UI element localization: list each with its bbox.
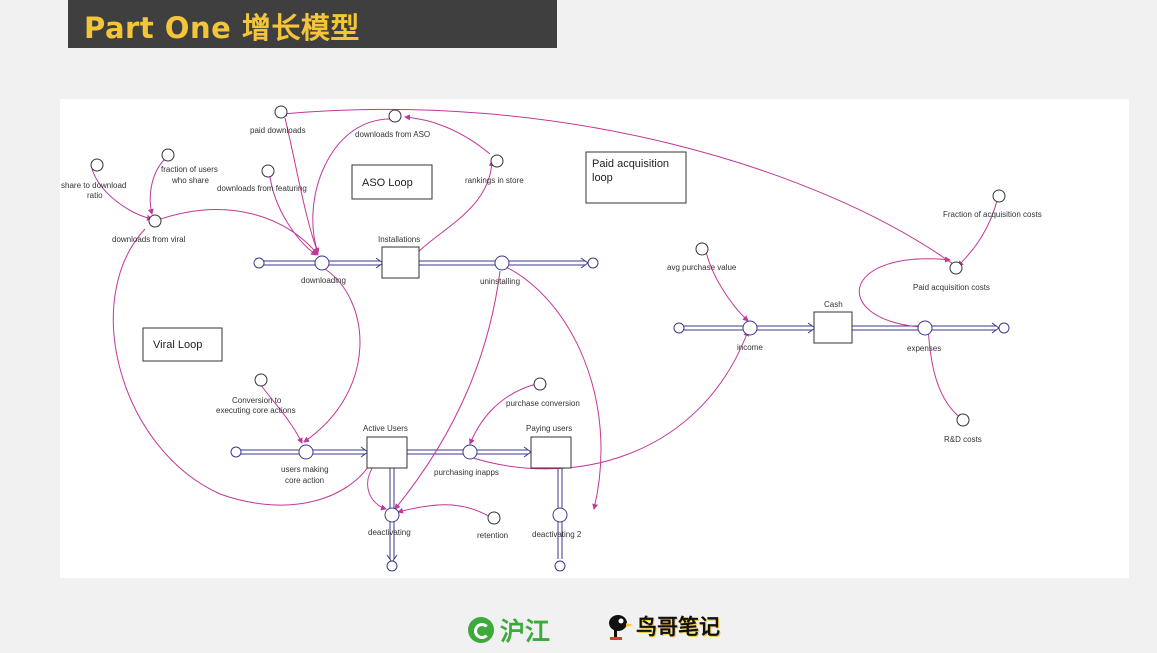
bird-icon (609, 615, 633, 640)
node-downloads-aso (388, 109, 402, 123)
stock-active-users (366, 436, 408, 469)
users-making-label-1: users making (281, 465, 329, 474)
paid-loop-label-2: loop (592, 172, 613, 184)
viral-label: downloads from viral (112, 235, 186, 244)
installations-label: Installations (378, 235, 420, 244)
conversion-label-2: executing core actions (216, 406, 296, 415)
rankings-label: rankings in store (465, 176, 524, 185)
hujiang-logo-icon (468, 617, 494, 643)
paid-loop-box (585, 151, 687, 204)
avg-purchase-label: avg purchase value (667, 263, 737, 272)
loop-boxes (142, 151, 687, 362)
uninstalling-label: uninstalling (480, 277, 520, 286)
share-ratio-label-2: ratio (87, 191, 103, 200)
cloud-icon (673, 322, 685, 334)
aso-loop-box (351, 164, 433, 200)
cloud-icon (230, 446, 242, 458)
niaoge-logo-text: 鸟哥笔记 (636, 615, 720, 639)
featuring-label: downloads from featuring (217, 184, 307, 193)
fraction-share-label-2: who share (171, 176, 209, 185)
cloud-icon (554, 560, 566, 572)
hujiang-logo-text: 沪江 (500, 617, 551, 646)
node-paid-acq-costs (949, 261, 963, 275)
income-label: income (737, 343, 763, 352)
node-conversion (254, 373, 268, 387)
stock-boxes (366, 246, 853, 469)
deactivating2-label: deactivating 2 (532, 530, 582, 539)
deactivating-label: deactivating (368, 528, 411, 537)
cloud-icon (386, 560, 398, 572)
fraction-share-label-1: fraction of users (161, 165, 218, 174)
stock-cash (813, 311, 853, 344)
paid-acq-costs-label: Paid acquisition costs (913, 283, 990, 292)
node-rd-costs (956, 413, 970, 427)
diagram-panel: ASO Loop Paid acquisition loop Viral Loo… (60, 99, 1129, 578)
page-title: Part One 增长模型 (84, 11, 360, 45)
flow-pipes (240, 257, 1000, 563)
cloud-icon (253, 257, 265, 269)
valve-users-making (298, 444, 314, 460)
node-purchase-conversion (533, 377, 547, 391)
flow-valves (298, 255, 933, 523)
rd-costs-label: R&D costs (944, 435, 982, 444)
node-viral (148, 214, 162, 228)
aso-loop-label: ASO Loop (362, 177, 413, 189)
stock-installations (381, 246, 420, 279)
paying-users-label: Paying users (526, 424, 572, 433)
fraction-acq-label: Fraction of acquisition costs (943, 210, 1042, 219)
node-paid-downloads (274, 105, 288, 119)
title-bar: Part One 增长模型 (68, 0, 557, 48)
node-fraction-share (161, 148, 175, 162)
valve-downloading (314, 255, 330, 271)
valve-deactivating2 (552, 507, 568, 523)
cash-label: Cash (824, 300, 843, 309)
stock-paying-users (530, 436, 572, 469)
paid-loop-label-1: Paid acquisition (592, 158, 669, 170)
node-share-ratio (90, 158, 104, 172)
node-rankings (490, 154, 504, 168)
cloud-icons (230, 257, 1010, 572)
purchasing-label: purchasing inapps (434, 468, 499, 477)
paid-downloads-label: paid downloads (250, 126, 306, 135)
conversion-label-1: Conversion to (232, 396, 282, 405)
valve-uninstalling (494, 255, 510, 271)
downloads-aso-label: downloads from ASO (355, 130, 430, 139)
cloud-icon (587, 257, 599, 269)
node-avg-purchase (695, 242, 709, 256)
users-making-label-2: core action (285, 476, 324, 485)
downloading-label: downloading (301, 276, 346, 285)
viral-loop-box (142, 327, 223, 362)
node-retention (487, 511, 501, 525)
connectors (91, 108, 999, 518)
viral-loop-label: Viral Loop (153, 339, 202, 351)
expenses-label: expenses (907, 344, 941, 353)
cloud-icon (998, 322, 1010, 334)
node-featuring (261, 164, 275, 178)
active-users-label: Active Users (363, 424, 408, 433)
valve-income (742, 320, 758, 336)
valve-purchasing (462, 444, 478, 460)
retention-label: retention (477, 531, 508, 540)
valve-expenses (917, 320, 933, 336)
share-ratio-label-1: share to download (61, 181, 126, 190)
converter-nodes (90, 105, 1006, 525)
valve-deactivating (384, 507, 400, 523)
purchase-conversion-label: purchase conversion (506, 399, 580, 408)
hujiang-logo: 沪江 (468, 612, 550, 648)
niaoge-logo: 鸟哥笔记 (604, 611, 720, 641)
stock-flow-diagram: ASO Loop Paid acquisition loop Viral Loo… (61, 105, 1042, 572)
node-fraction-acq (992, 189, 1006, 203)
